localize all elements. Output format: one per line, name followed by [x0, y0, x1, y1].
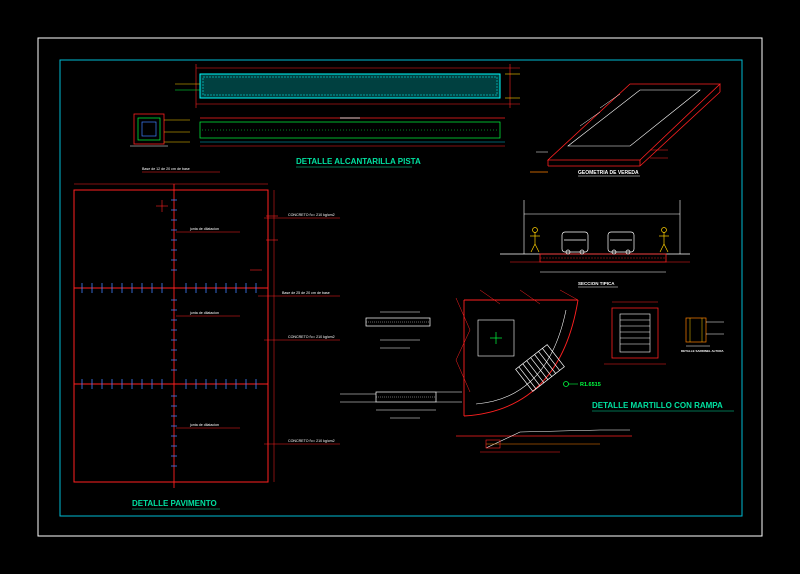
label-junta-1: junta de dilatacion [189, 227, 219, 231]
label-radius: R1.6515 [580, 382, 601, 388]
label-concreto-1: CONCRETO f'c= 210 kg/cm2 [288, 213, 335, 217]
drawing-frame [59, 59, 743, 517]
title-alcantarilla: DETALLE ALCANTARILLA PISTA [296, 157, 421, 166]
pedestrian-right-icon [659, 227, 669, 253]
pavement-joints-vertical [171, 199, 177, 467]
vehicle-left-icon [561, 231, 589, 255]
label-base-2: Base de 25 de 20 cm de base [282, 291, 330, 295]
pavement-joints-row1 [81, 283, 257, 293]
pavement-section-detail-2 [340, 391, 462, 419]
label-junta-2: junta de dilatacion [189, 311, 219, 315]
title-martillo: DETALLE MARTILLO CON RAMPA [592, 401, 723, 410]
curb-section-detail [685, 317, 724, 347]
label-concreto-2: CONCRETO f'c= 210 kg/cm2 [288, 335, 335, 339]
title-vereda: GEOMETRIA DE VEREDA [578, 170, 639, 176]
radius-marker-icon [563, 381, 569, 387]
label-junta-3: junta de dilatacion [189, 423, 219, 427]
ramp-profile [456, 429, 632, 453]
curb-detail [604, 301, 666, 365]
pavement-joints-row2 [81, 379, 257, 389]
label-concreto-3: CONCRETO f'c= 210 kg/cm2 [288, 439, 335, 443]
pedestrian-left-icon [530, 227, 540, 253]
sidewalk-geometry [530, 83, 722, 173]
title-seccion: SECCION TIPICA [578, 281, 615, 286]
hammerhead-plan [455, 289, 579, 417]
culvert-section [130, 113, 190, 147]
culvert-profile [199, 117, 505, 147]
title-pavimento: DETALLE PAVIMENTO [132, 499, 217, 508]
typical-section [500, 200, 690, 273]
vehicle-right-icon [607, 231, 635, 255]
sheet-border [37, 37, 763, 537]
label-base-1: Base de 12 de 20 cm de base [142, 167, 190, 171]
title-parapeto: DETALLE SARDINEL ALTURA [681, 349, 724, 353]
ramp-icon [515, 344, 565, 392]
pavement-leaders [142, 171, 340, 445]
pavement-section-detail-1 [365, 311, 431, 349]
culvert-plan [175, 64, 520, 108]
